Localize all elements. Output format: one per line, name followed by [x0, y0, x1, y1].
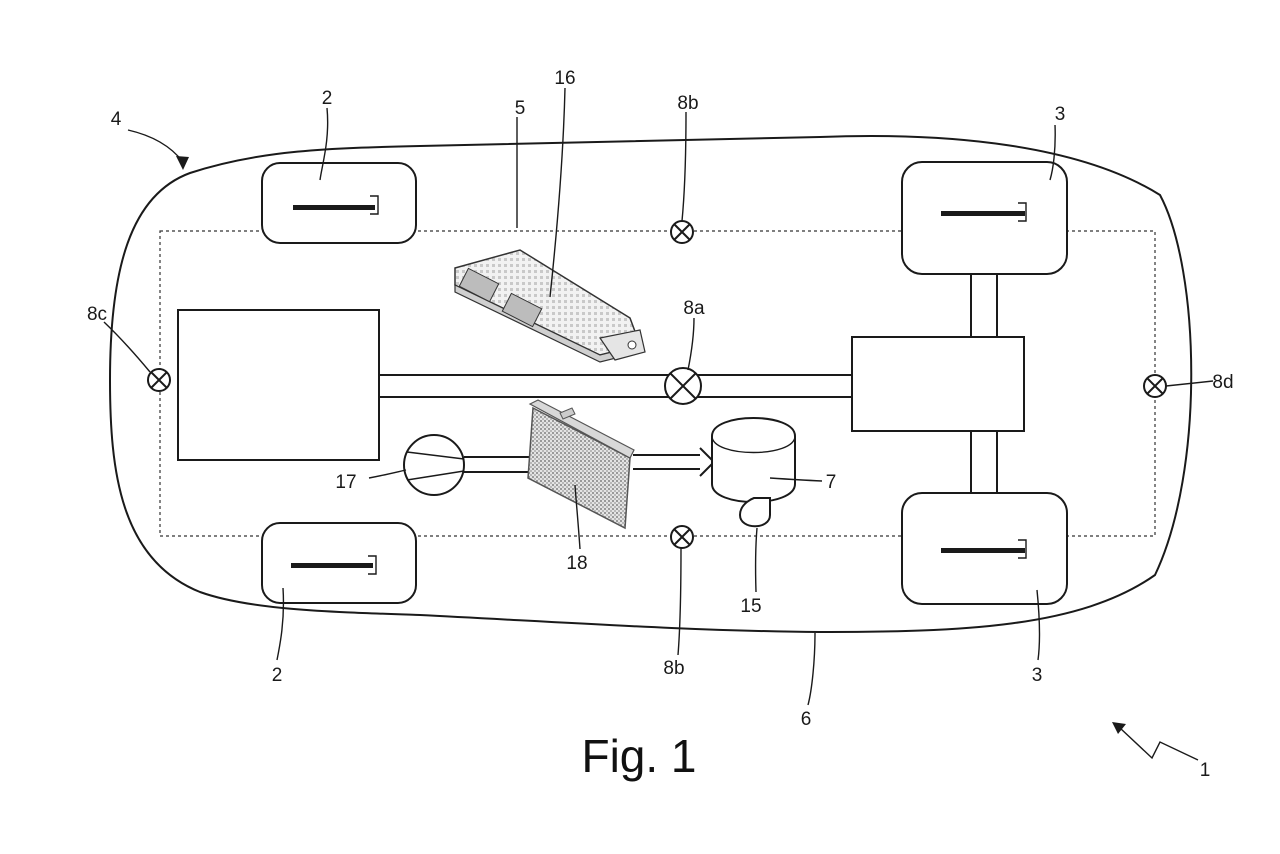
drive-shaft — [379, 374, 852, 398]
sensor-8d-icon — [1143, 374, 1167, 398]
label-body-outline: 4 — [111, 109, 122, 130]
pump-icon — [403, 434, 465, 496]
label-heat-exchanger: 18 — [566, 553, 587, 574]
label-sensor-rear: 8d — [1212, 372, 1233, 393]
label-wheel-front-bottom: 2 — [272, 665, 283, 686]
label-sensor-front: 8c — [87, 304, 107, 325]
label-sensor-center: 8a — [683, 298, 705, 319]
pipe-exchanger-tank — [633, 447, 716, 477]
control-unit-icon — [454, 249, 646, 363]
front-wheel-top — [261, 162, 417, 244]
rear-wheel-bottom — [901, 492, 1068, 605]
engine-block — [177, 309, 380, 461]
label-tank-outlet: 15 — [740, 596, 761, 617]
label-sensor-top: 8b — [677, 93, 698, 114]
front-wheel-bottom — [261, 522, 417, 604]
label-underbody: 6 — [801, 709, 812, 730]
pipe-pump-exchanger — [464, 456, 530, 473]
arrow-1-icon — [1112, 722, 1199, 761]
tank-icon — [711, 417, 796, 528]
vehicle-body-outline — [108, 135, 1193, 634]
label-pump: 17 — [335, 472, 356, 493]
label-sensor-bottom: 8b — [663, 658, 684, 679]
label-vehicle: 1 — [1200, 760, 1211, 781]
label-tank: 7 — [826, 472, 837, 493]
sensor-8a-icon — [664, 367, 702, 405]
sensor-8b-top-icon — [670, 220, 694, 244]
label-wheel-front-top: 2 — [322, 88, 333, 109]
label-region: 5 — [515, 98, 526, 119]
rear-drive-unit — [851, 336, 1025, 432]
label-wheel-rear-top: 3 — [1055, 104, 1066, 125]
figure-caption: Fig. 1 — [581, 730, 696, 782]
heat-exchanger-icon — [527, 399, 635, 530]
sensor-8b-bottom-icon — [670, 525, 694, 549]
label-control-unit: 16 — [554, 68, 575, 89]
arrow-4-icon — [127, 129, 189, 170]
label-wheel-rear-bottom: 3 — [1032, 665, 1043, 686]
sensor-8c-icon — [147, 368, 171, 392]
leader-lines — [103, 87, 1214, 706]
rear-wheel-top — [901, 161, 1068, 275]
